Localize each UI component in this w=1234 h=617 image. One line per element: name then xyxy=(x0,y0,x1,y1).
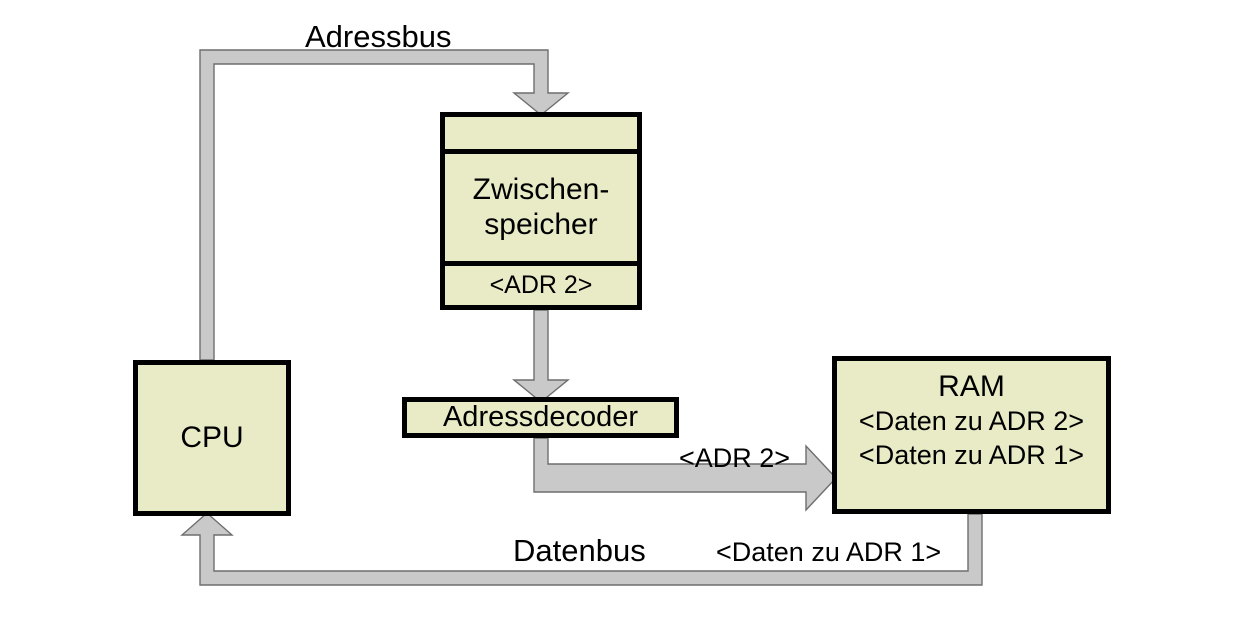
zwischenspeicher-top-row xyxy=(445,117,637,155)
ram-title: RAM xyxy=(938,370,1005,403)
node-zwischenspeicher[interactable]: Zwischen- speicher <ADR 2> xyxy=(440,112,642,310)
zwischenspeicher-label: Zwischen- speicher xyxy=(445,154,637,267)
adressbus-arrow xyxy=(199,49,570,361)
adresse-zu-decoder-arrow xyxy=(512,309,570,403)
adressdecoder-label: Adressdecoder xyxy=(442,401,639,434)
adr2-zu-ram-arrow xyxy=(533,437,837,512)
adr2-arrow-label: <ADR 2> xyxy=(679,443,791,473)
ram-data-line-2: <Daten zu ADR 1> xyxy=(858,439,1085,470)
cpu-label: CPU xyxy=(180,421,244,455)
ram-data-line-1: <Daten zu ADR 2> xyxy=(858,406,1085,436)
datenbus-arrow xyxy=(180,512,983,586)
adressbus-label: Adressbus xyxy=(305,19,452,54)
datenbus-label: Datenbus xyxy=(513,533,646,568)
zwischenspeicher-value: <ADR 2> xyxy=(489,271,593,300)
node-cpu[interactable]: CPU xyxy=(133,360,291,516)
node-adressdecoder[interactable]: Adressdecoder xyxy=(402,397,679,438)
node-ram[interactable]: RAM <Daten zu ADR 2> <Daten zu ADR 1> xyxy=(832,356,1111,514)
daten-zu-adr1-label: <Daten zu ADR 1> xyxy=(716,537,942,567)
